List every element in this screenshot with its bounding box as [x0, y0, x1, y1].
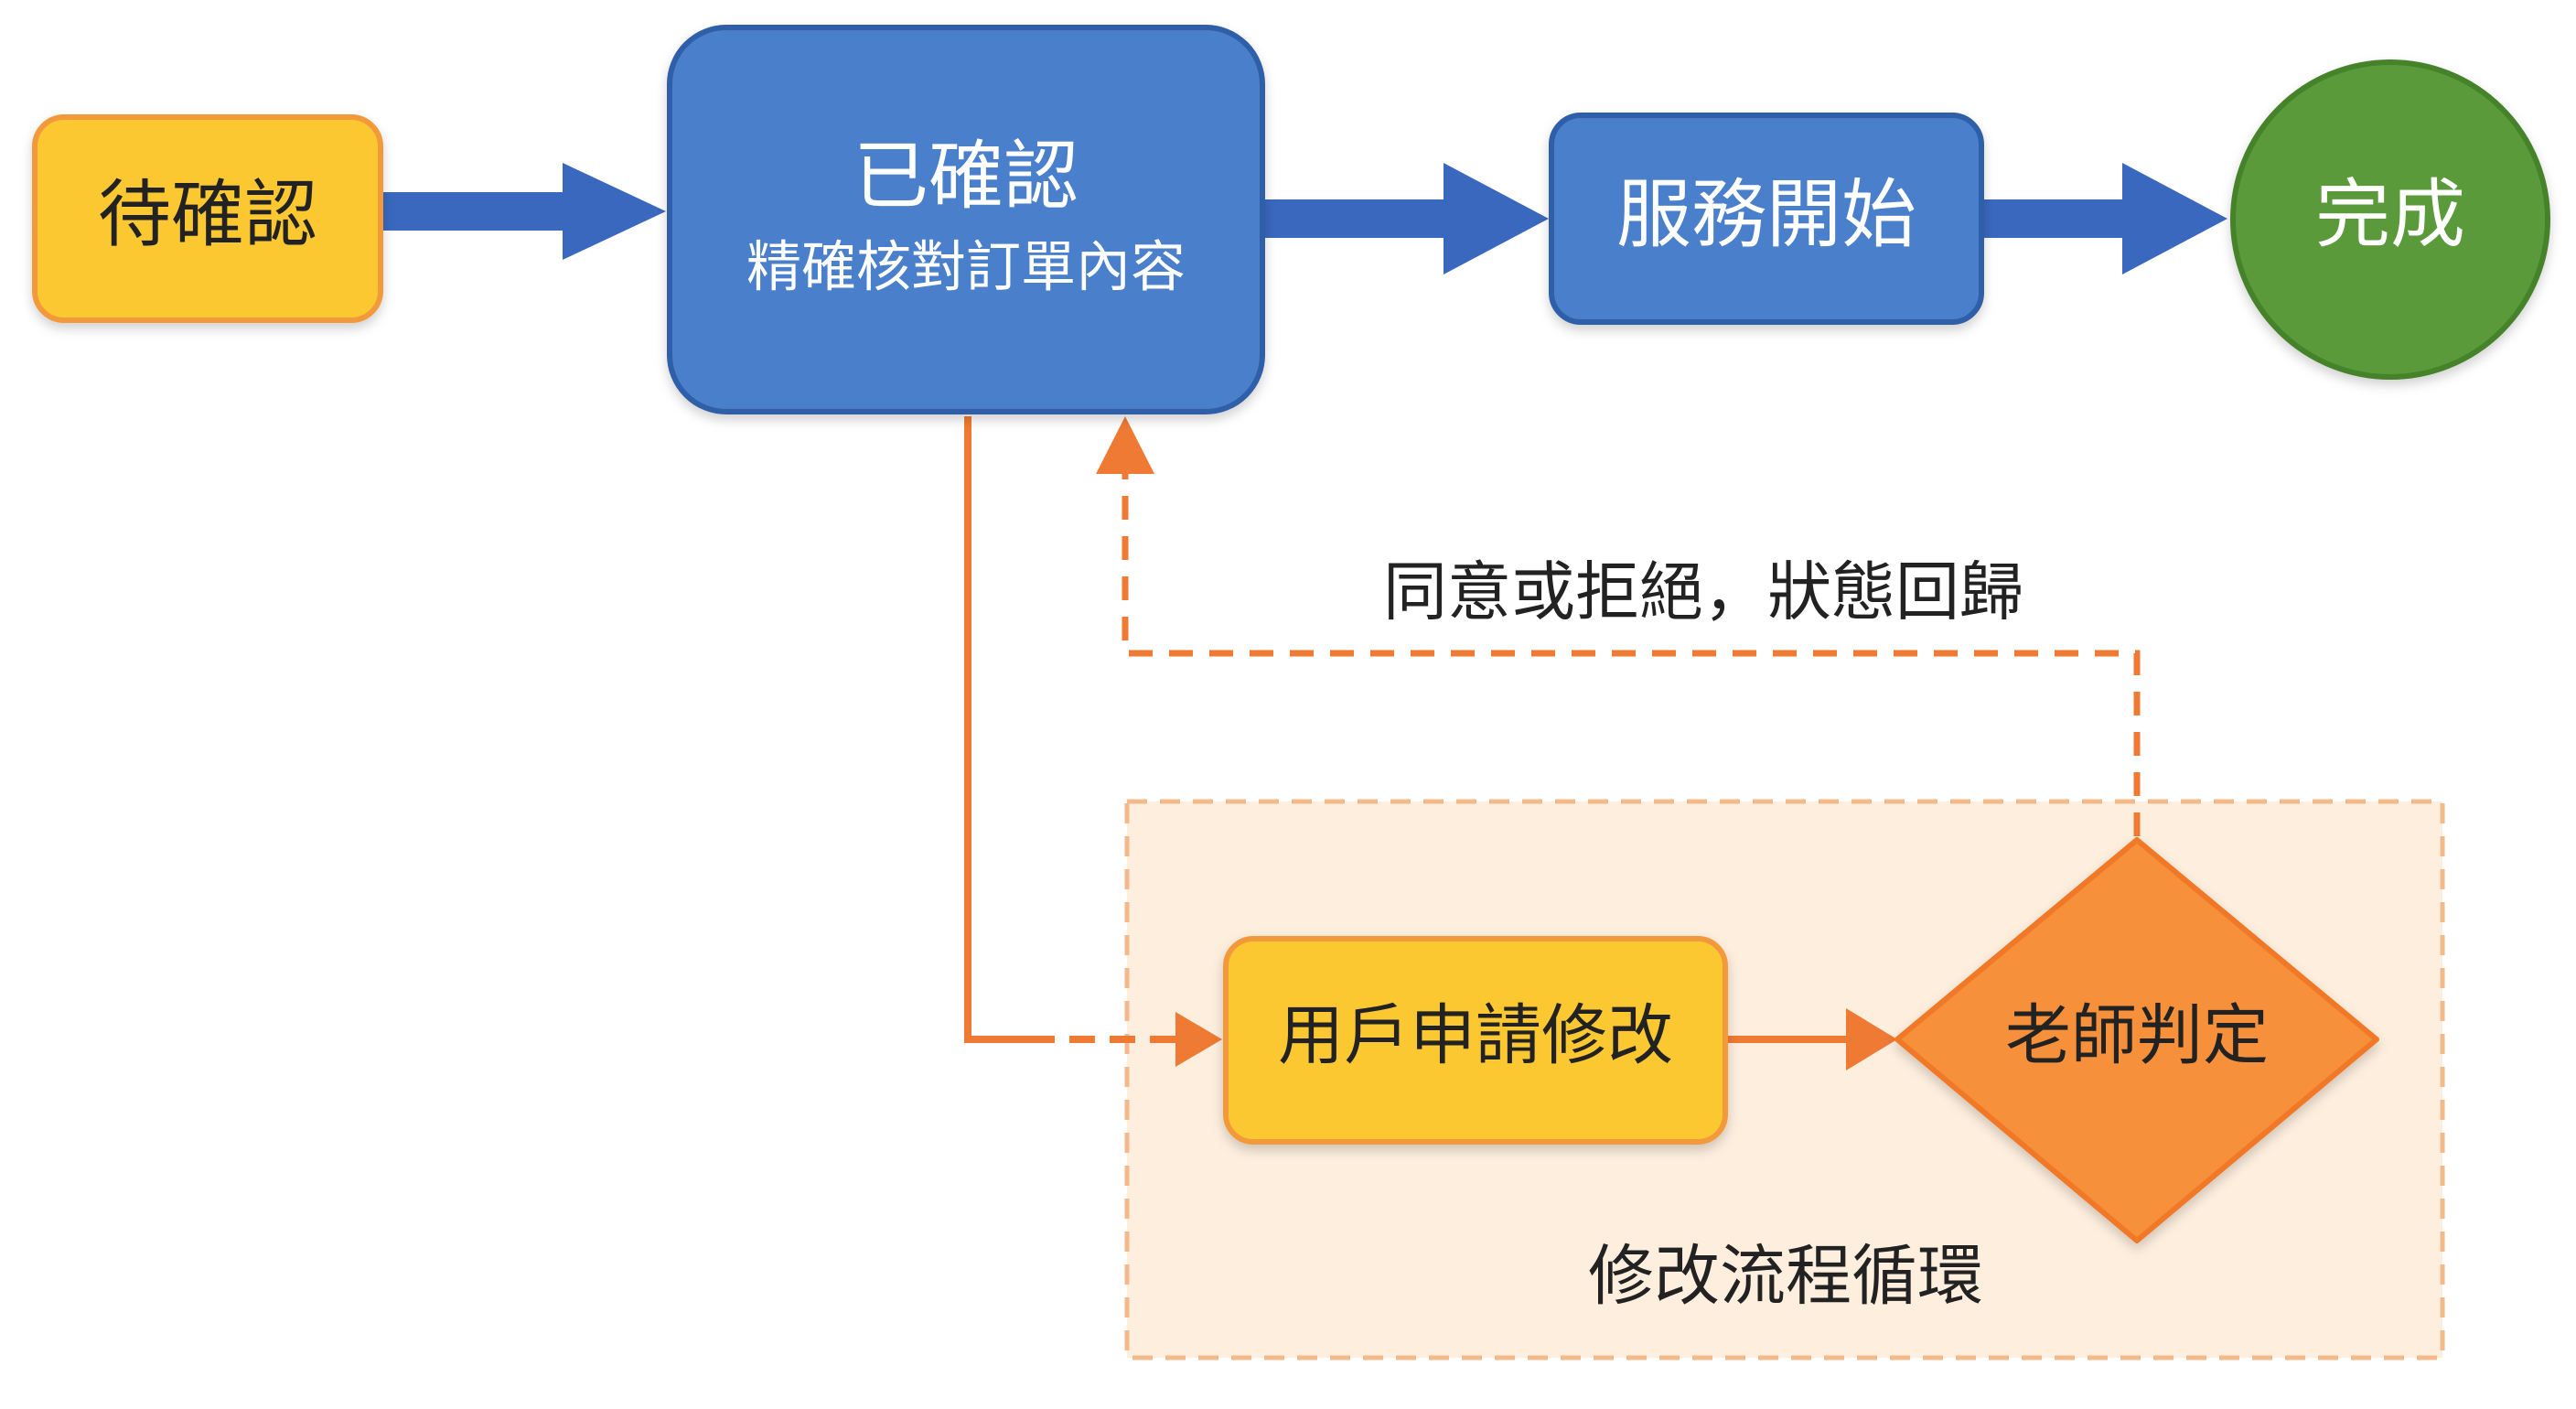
node-confirmed	[667, 25, 1265, 414]
arrowhead-into-user-request	[1175, 1012, 1222, 1067]
node-user-request-label: 用戶申請修改	[1278, 997, 1673, 1074]
node-confirmed-sublabel: 精確核對訂單內容	[746, 236, 1186, 300]
modification-loop-label: 修改流程循環	[1588, 1238, 1983, 1315]
node-pending-label: 待確認	[98, 172, 317, 257]
node-teacher-decision-label: 老師判定	[2005, 997, 2269, 1074]
edge-confirmed-to-request-solid	[964, 416, 1029, 1043]
node-teacher-decision	[1894, 837, 2379, 1243]
arrowhead-into-decision	[1846, 1008, 1897, 1070]
node-pending	[32, 114, 383, 323]
return-edge-label: 同意或拒絕，狀態回歸	[1383, 554, 2023, 629]
node-complete	[2230, 59, 2550, 380]
node-confirmed-label: 已確認	[853, 133, 1079, 220]
arrowhead-into-confirmed	[1096, 416, 1154, 474]
node-service-start-label: 服務開始	[1616, 171, 1916, 258]
arrow-pending-to-confirmed	[382, 163, 666, 260]
node-user-request	[1223, 936, 1728, 1145]
arrow-service-to-complete	[1981, 163, 2227, 274]
arrow-confirmed-to-service	[1262, 163, 1549, 274]
node-complete-label: 完成	[2315, 171, 2465, 258]
node-service-start	[1549, 113, 1984, 325]
edge-decision-return-to-confirmed	[1122, 462, 2141, 836]
